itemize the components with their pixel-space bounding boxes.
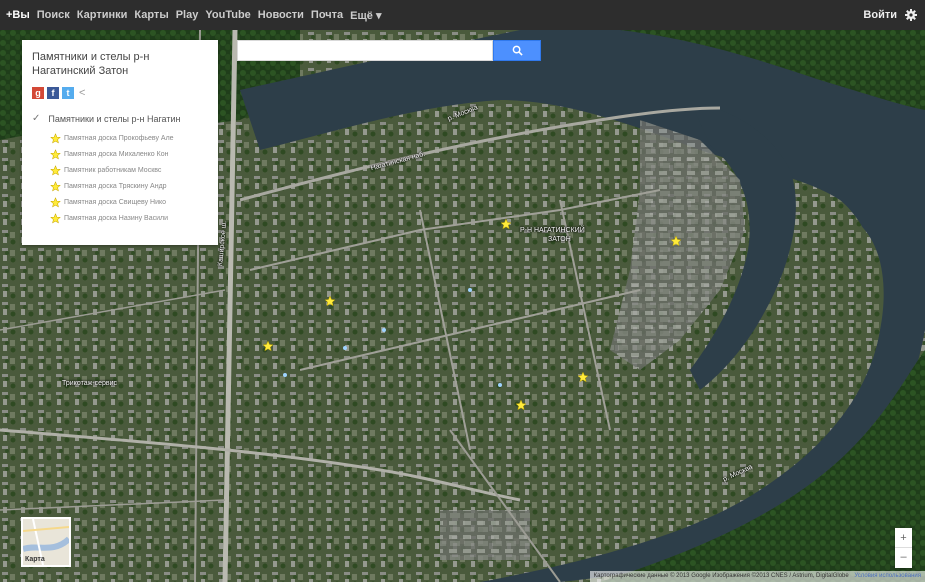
list-item-label: Памятная доска Прокофьеву Але: [64, 134, 174, 142]
twitter-icon[interactable]: t: [62, 87, 74, 99]
star-icon: [50, 132, 61, 143]
layer-row[interactable]: ✓ Памятники и стелы р-н Нагатин: [22, 99, 218, 124]
panel-title: Памятники и стелы р-н Нагатинский Затон: [32, 51, 150, 77]
label-district-2: ЗАТОН: [548, 236, 571, 243]
search-icon: [512, 45, 523, 56]
map-type-toggle[interactable]: Карта: [21, 517, 71, 567]
star-icon: [50, 164, 61, 175]
list-item-label: Памятная доска Михаленко Кон: [64, 150, 169, 158]
list-item-label: Памятная доска Назину Васили: [64, 214, 169, 222]
nav-search[interactable]: Поиск: [36, 9, 70, 21]
nav-plus-you[interactable]: +Вы: [6, 9, 30, 21]
star-icon: [50, 180, 61, 191]
list-item[interactable]: Памятная доска Тряскину Андр: [50, 178, 218, 194]
marker-star[interactable]: [670, 235, 682, 247]
search-button[interactable]: [493, 40, 541, 61]
label-station: Трикотаж-сервис: [62, 380, 118, 387]
google-plus-icon[interactable]: g: [32, 87, 44, 99]
facebook-icon[interactable]: f: [47, 87, 59, 99]
layer-name: Памятники и стелы р-н Нагатин: [48, 113, 181, 124]
sign-in-link[interactable]: Войти: [863, 9, 897, 21]
marker-star[interactable]: [500, 218, 512, 230]
star-icon: [50, 148, 61, 159]
list-item-label: Памятная доска Тряскину Андр: [64, 182, 167, 190]
place-list: Памятная доска Прокофьеву Але Памятная д…: [22, 124, 218, 226]
terms-link[interactable]: Условия использования: [854, 573, 921, 579]
map-type-label: Карта: [25, 556, 45, 563]
checkmark-icon: ✓: [32, 113, 41, 124]
zoom-control: + –: [895, 528, 912, 568]
nav-maps[interactable]: Карты: [134, 9, 169, 21]
list-item[interactable]: Памятник работникам Москвс: [50, 162, 218, 178]
nav-images[interactable]: Картинки: [76, 9, 128, 21]
zoom-out-button[interactable]: –: [900, 551, 907, 563]
nav-youtube[interactable]: YouTube: [205, 9, 251, 21]
marker-star[interactable]: [324, 295, 336, 307]
copyright-text: Картографические данные © 2013 Google Из…: [593, 573, 849, 579]
marker-star[interactable]: [515, 399, 527, 411]
map-attribution: Картографические данные © 2013 Google Из…: [589, 571, 925, 582]
marker-star[interactable]: [577, 371, 589, 383]
list-item-label: Памятная доска Свищеву Нико: [64, 198, 167, 206]
nav-mail[interactable]: Почта: [310, 9, 344, 21]
gear-icon[interactable]: [905, 9, 917, 21]
gbar-right: Войти: [863, 0, 917, 30]
nav-play[interactable]: Play: [175, 9, 199, 21]
star-icon: [50, 196, 61, 207]
share-bar: g f t <: [22, 78, 218, 99]
list-item-label: Памятник работникам Москвс: [64, 166, 162, 174]
google-bar: +Вы Поиск Картинки Карты Play YouTube Но…: [0, 0, 925, 30]
list-item[interactable]: Памятная доска Свищеву Нико: [50, 194, 218, 210]
marker-star[interactable]: [262, 340, 274, 352]
share-icon[interactable]: <: [79, 87, 86, 99]
search-input[interactable]: [237, 40, 493, 61]
nav-more[interactable]: Ещё ▾: [350, 9, 382, 22]
label-district: Р-Н НАГАТИНСКИЙ: [520, 227, 585, 234]
nav-news[interactable]: Новости: [257, 9, 304, 21]
list-item[interactable]: Памятная доска Назину Васили: [50, 210, 218, 226]
map-thumbnail: [23, 519, 69, 565]
list-item[interactable]: Памятная доска Михаленко Кон: [50, 146, 218, 162]
zoom-in-button[interactable]: +: [895, 528, 912, 548]
map-info-panel: Памятники и стелы р-н Нагатинский Затон …: [22, 40, 218, 245]
list-item[interactable]: Памятная доска Прокофьеву Але: [50, 130, 218, 146]
google-nav: +Вы Поиск Картинки Карты Play YouTube Но…: [0, 9, 388, 22]
star-icon: [50, 212, 61, 223]
